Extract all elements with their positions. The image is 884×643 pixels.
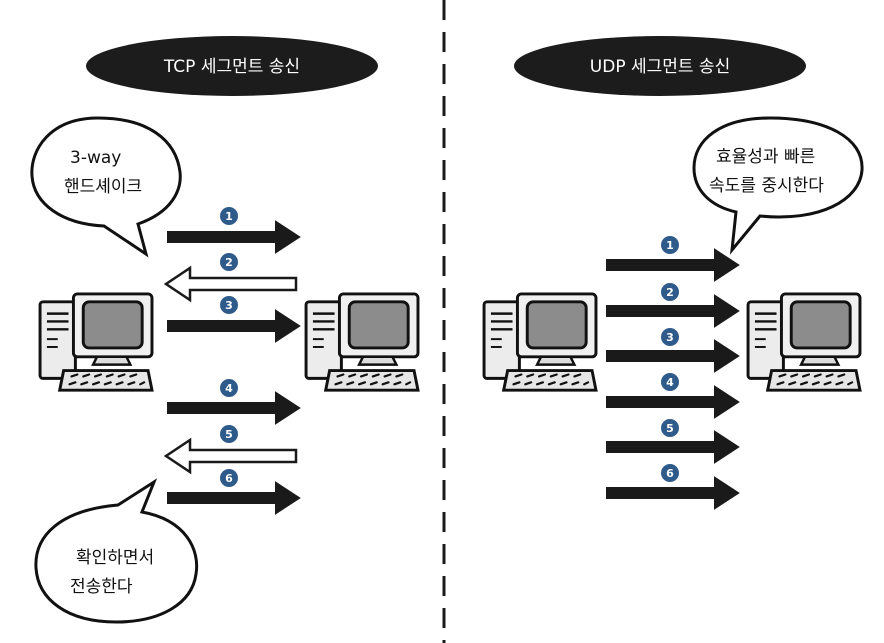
udp-arrow-2: [606, 294, 740, 328]
svg-text:4: 4: [225, 382, 233, 395]
tcp-speech-bubble-bottom: 확인하면서 전송한다: [34, 478, 199, 624]
svg-text:5: 5: [225, 428, 233, 441]
udp-step-badge-1: 1: [661, 236, 679, 254]
svg-text:4: 4: [666, 376, 674, 389]
udp-step-badge-4: 4: [661, 373, 679, 391]
udp-server-computer-icon: [746, 292, 862, 392]
udp-title-pill: UDP 세그먼트 송신: [514, 36, 806, 96]
tcp-step-badge-2: 2: [220, 253, 238, 271]
tcp-arrow-3: [167, 309, 301, 343]
svg-text:5: 5: [666, 422, 674, 435]
tcp-server-computer-icon: [304, 292, 420, 392]
tcp-arrow-4: [167, 391, 301, 425]
svg-text:2: 2: [225, 256, 233, 269]
udp-title: UDP 세그먼트 송신: [590, 57, 730, 77]
udp-arrow-1: [606, 248, 740, 282]
udp-bubble-line2: 속도를 중시한다: [709, 176, 824, 196]
tcp-arrow-2: [163, 265, 298, 303]
tcp-title-pill: TCP 세그먼트 송신: [86, 36, 378, 96]
udp-step-badge-3: 3: [661, 328, 679, 346]
tcp-step-badge-1: 1: [220, 207, 238, 225]
tcp-bubble-bottom-line1: 확인하면서: [76, 548, 154, 568]
tcp-arrow-5: [163, 437, 298, 475]
svg-text:2: 2: [666, 286, 674, 299]
svg-text:6: 6: [666, 467, 674, 480]
svg-text:1: 1: [666, 239, 674, 252]
tcp-title: TCP 세그먼트 송신: [163, 57, 300, 77]
tcp-step-badge-5: 5: [220, 425, 238, 443]
svg-text:1: 1: [225, 210, 233, 223]
udp-step-badge-5: 5: [661, 419, 679, 437]
udp-bubble-line1: 효율성과 빠른: [716, 147, 815, 167]
tcp-arrow-1: [167, 220, 301, 254]
svg-text:3: 3: [225, 299, 233, 312]
tcp-bubble-bottom-line2: 전송한다: [70, 577, 133, 597]
udp-arrow-3: [606, 339, 740, 373]
tcp-step-badge-4: 4: [220, 379, 238, 397]
udp-arrow-4: [606, 385, 740, 419]
udp-step-badge-6: 6: [661, 464, 679, 482]
udp-arrow-5: [606, 430, 740, 464]
tcp-step-badge-3: 3: [220, 296, 238, 314]
tcp-bubble-top-line1: 3-way: [70, 148, 121, 168]
udp-speech-bubble: 효율성과 빠른 속도를 중시한다: [692, 116, 864, 255]
tcp-bubble-top-line2: 핸드셰이크: [64, 177, 142, 197]
svg-text:3: 3: [666, 331, 674, 344]
udp-client-computer-icon: [482, 292, 598, 392]
svg-text:6: 6: [225, 472, 233, 485]
tcp-arrow-6: [167, 481, 301, 515]
udp-arrow-6: [606, 476, 740, 510]
udp-step-badge-2: 2: [661, 283, 679, 301]
tcp-step-badge-6: 6: [220, 469, 238, 487]
tcp-client-computer-icon: [38, 292, 154, 392]
tcp-speech-bubble-top: 3-way 핸드셰이크: [30, 116, 182, 258]
